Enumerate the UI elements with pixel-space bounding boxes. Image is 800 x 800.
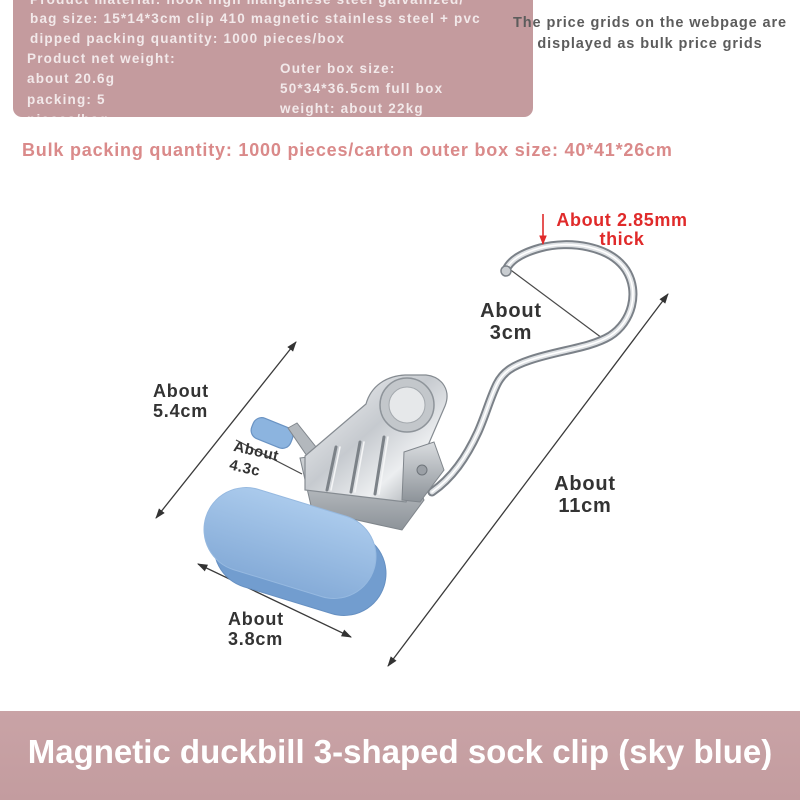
pad-width-label: About 3.8cm (228, 609, 284, 649)
outer-box-weight: weight: about 22kg (280, 101, 424, 116)
thickness-label-line: thick (599, 229, 645, 249)
bulk-packing-line: Bulk packing quantity: 1000 pieces/carto… (22, 140, 673, 160)
hook-tip (500, 265, 512, 277)
pad-width-label-line: 3.8cm (228, 629, 284, 649)
price-grid-note: The price grids on the webpage are displ… (505, 13, 795, 55)
product-info-box: Product material: hook high manganese st… (13, 0, 533, 127)
title-banner: Magnetic duckbill 3-shaped sock clip (sk… (0, 711, 800, 800)
hook-opening-line (507, 267, 603, 339)
packing-line: packing: 5 (27, 92, 106, 107)
spec-line-packing-quantity: dipped packing quantity: 1000 pieces/box (30, 31, 346, 46)
thickness-label-line: About 2.85mm (556, 210, 688, 230)
spec-line-bag-size: bag size: 15*14*3cm clip 410 magnetic st… (30, 11, 481, 26)
hook-opening-label-line: 3cm (489, 322, 533, 344)
price-note-line: The price grids on the webpage are (513, 15, 787, 31)
dimension-lines (155, 267, 669, 667)
outer-box-label: Outer box size: (280, 61, 396, 76)
pad-width-line (197, 563, 352, 638)
weight-line-value: about 20.6g (27, 71, 116, 86)
weight-line-label: Product net weight: (27, 51, 176, 66)
total-length-line (387, 293, 669, 667)
thickness-label: About 2.85mm thick (552, 211, 692, 249)
clip-inner-line (235, 439, 303, 475)
pad-width-label-line: About (228, 609, 284, 629)
hook-opening-label: About 3cm (471, 300, 551, 344)
hinge-rivet (416, 464, 428, 476)
hook-wire (427, 240, 638, 497)
total-length-label-line: 11cm (558, 495, 612, 517)
clip-length-line (155, 341, 297, 519)
magnet-disc-inner (388, 386, 426, 424)
spec-line-material: Product material: hook high manganese st… (30, 0, 464, 10)
sock-clip (203, 240, 638, 616)
total-length-label-line: About (554, 473, 616, 495)
blue-pad-front (203, 487, 377, 599)
hook-opening-label-line: About (480, 300, 542, 322)
total-length-label: About 11cm (545, 473, 625, 517)
outer-box-size: 50*34*36.5cm full box (280, 81, 444, 96)
clip-length-label-line: 5.4cm (153, 401, 209, 421)
blue-lever-tab (250, 417, 294, 449)
banner-title: Magnetic duckbill 3-shaped sock clip (sk… (27, 733, 773, 770)
clip-length-label-line: About (153, 381, 209, 401)
clip-length-label: About 5.4cm (153, 381, 209, 421)
packing-unit-line: pieces/bag (27, 112, 109, 127)
price-note-line: displayed as bulk price grids (537, 36, 763, 52)
grip-ridges (325, 435, 389, 496)
